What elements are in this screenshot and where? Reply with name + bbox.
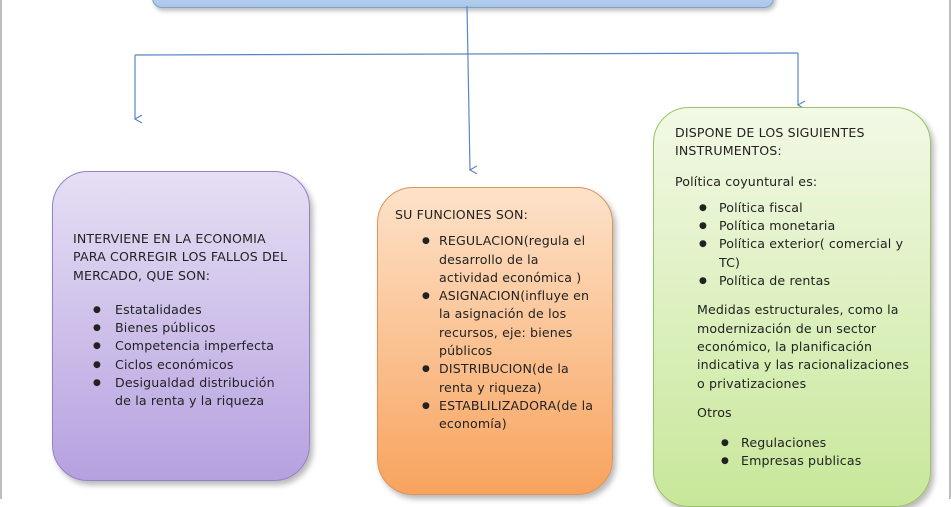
bullet-icon: ● [699,202,708,213]
functions-box: SU FUNCIONES SON: ●REGULACION(regula el … [377,187,613,495]
connector-horizontal [134,52,799,56]
bullet-icon: ● [422,291,431,302]
instruments-subheading: Política coyuntural es: [675,173,818,189]
list-item: ●Estatalidades [93,301,293,319]
list-item: ●ASIGNACION(influye en la asignación de … [422,288,590,359]
bullet-icon: ● [721,456,730,467]
bullet-icon: ● [422,236,431,247]
instruments-box: DISPONE DE LOS SIGUIENTES INSTRUMENTOS: … [653,107,931,507]
list-item: ●Política monetaria [699,217,920,235]
bullet-icon: ● [93,378,102,389]
instruments-heading: DISPONE DE LOS SIGUIENTES INSTRUMENTOS: [675,125,865,159]
structural-measures-text: Medidas estructurales, como la moderniza… [697,302,910,391]
bullet-icon: ● [422,364,431,375]
functions-list: ●REGULACION(regula el desarrollo de la a… [395,232,600,433]
list-item: ●Política fiscal [699,199,920,217]
list-item: ●Empresas publicas [721,452,920,470]
bullet-icon: ● [93,359,102,370]
others-label: Otros [697,404,732,420]
list-item: ●Bienes públicos [93,319,293,337]
list-item: ●DISTRIBUCION(de la renta y riqueza) [422,361,569,395]
window-frame-left [0,0,2,499]
list-item: ●Política exterior( comercial y TC) [699,236,904,270]
list-item: ●Competencia imperfecta [93,337,293,355]
bullet-icon: ● [93,341,102,352]
list-item: ●Política de rentas [699,272,920,290]
bullet-icon: ● [93,323,102,334]
bullet-icon: ● [721,438,730,449]
bullet-icon: ● [699,221,708,232]
functions-heading: SU FUNCIONES SON: [395,207,529,222]
market-failures-box: INTERVIENE EN LA ECONOMIA PARA CORREGIR … [52,171,310,481]
list-item: ●Desigualdad distribución de la renta y … [93,375,275,409]
bullet-icon: ● [699,239,708,250]
window-frame-right [949,0,951,499]
market-failures-heading: INTERVIENE EN LA ECONOMIA PARA CORREGIR … [73,231,288,283]
list-item: ●Regulaciones [721,434,920,452]
list-item: ●ESTABLILIZADORA(de la economía) [422,397,594,432]
bullet-icon: ● [422,400,431,411]
connector-trunk [466,5,478,175]
market-failures-list: ●Estatalidades ●Bienes públicos ●Compete… [73,301,293,411]
bullet-icon: ● [699,276,708,287]
list-item: ●REGULACION(regula el desarrollo de la a… [422,233,586,285]
list-item: ●Ciclos económicos [93,356,293,374]
bullet-icon: ● [93,304,102,315]
others-list: ●Regulaciones ●Empresas publicas [675,434,920,471]
instruments-list: ●Política fiscal ●Política monetaria ●Po… [675,199,920,290]
